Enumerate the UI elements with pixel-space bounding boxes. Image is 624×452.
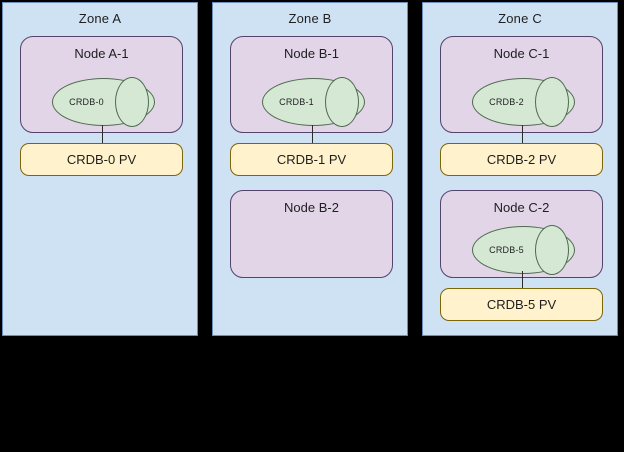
volume-label-crdb-0-pv: CRDB-0 PV xyxy=(66,152,137,167)
database-cylinder-crdb-5[interactable]: CRDB-5 xyxy=(472,225,575,275)
volume-box-crdb-0-pv[interactable]: CRDB-0 PV xyxy=(20,143,183,176)
volume-box-crdb-1-pv[interactable]: CRDB-1 PV xyxy=(230,143,393,176)
database-label-crdb-2: CRDB-2 xyxy=(489,97,524,107)
node-title-c-2: Node C-2 xyxy=(493,200,550,215)
cylinder-end-cap xyxy=(535,225,569,275)
node-title-b-2: Node B-2 xyxy=(284,200,339,215)
database-label-crdb-1: CRDB-1 xyxy=(279,97,314,107)
volume-label-crdb-5-pv: CRDB-5 PV xyxy=(486,297,557,312)
database-cylinder-crdb-2[interactable]: CRDB-2 xyxy=(472,77,575,127)
connector-node-c-2-to-crdb-5-pv xyxy=(522,271,523,290)
zone-title-a: Zone A xyxy=(78,11,122,26)
zone-title-b: Zone B xyxy=(288,11,332,26)
database-cylinder-crdb-1[interactable]: CRDB-1 xyxy=(262,77,365,127)
zone-panel-c: Zone C Node C-1 CRDB-2 CRDB-2 PV Node C-… xyxy=(422,2,618,336)
node-title-b-1: Node B-1 xyxy=(284,46,339,61)
volume-label-crdb-1-pv: CRDB-1 PV xyxy=(276,152,347,167)
volume-box-crdb-5-pv[interactable]: CRDB-5 PV xyxy=(440,288,603,321)
cylinder-end-cap xyxy=(535,77,569,127)
node-title-c-1: Node C-1 xyxy=(493,46,550,61)
node-box-b-1[interactable]: Node B-1 CRDB-1 xyxy=(230,36,393,133)
cylinder-end-cap xyxy=(115,77,149,127)
node-title-a-1: Node A-1 xyxy=(74,46,129,61)
database-label-crdb-0: CRDB-0 xyxy=(69,97,104,107)
zone-panel-b: Zone B Node B-1 CRDB-1 CRDB-1 PV Node B-… xyxy=(212,2,408,336)
database-cylinder-crdb-0[interactable]: CRDB-0 xyxy=(52,77,155,127)
connector-node-c-1-to-crdb-2-pv xyxy=(522,125,523,145)
connector-node-b-1-to-crdb-1-pv xyxy=(312,125,313,145)
zone-title-c: Zone C xyxy=(498,11,542,26)
node-box-a-1[interactable]: Node A-1 CRDB-0 xyxy=(20,36,183,133)
database-label-crdb-5: CRDB-5 xyxy=(489,245,524,255)
zone-panel-a: Zone A Node A-1 CRDB-0 CRDB-0 PV xyxy=(2,2,198,336)
cylinder-end-cap xyxy=(325,77,359,127)
node-box-b-2[interactable]: Node B-2 xyxy=(230,190,393,278)
node-box-c-1[interactable]: Node C-1 CRDB-2 xyxy=(440,36,603,133)
node-box-c-2[interactable]: Node C-2 CRDB-5 xyxy=(440,190,603,278)
volume-label-crdb-2-pv: CRDB-2 PV xyxy=(486,152,557,167)
connector-node-a-1-to-crdb-0-pv xyxy=(102,125,103,145)
volume-box-crdb-2-pv[interactable]: CRDB-2 PV xyxy=(440,143,603,176)
